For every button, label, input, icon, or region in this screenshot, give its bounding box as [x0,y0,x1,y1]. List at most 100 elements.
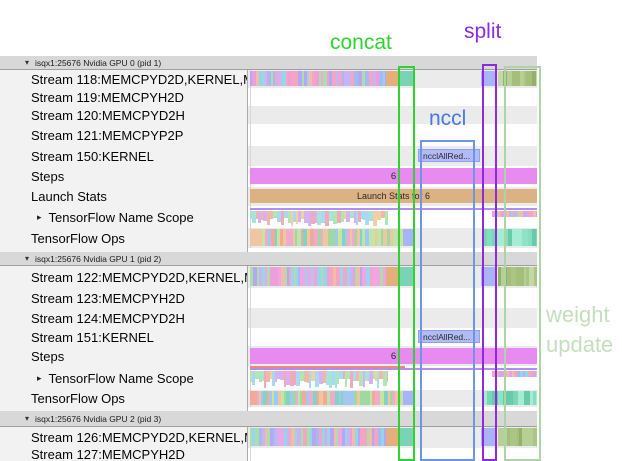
collapse-icon[interactable]: ▾ [25,413,30,423]
trace-event-stripe [252,371,255,385]
row-label-cell[interactable]: Steps [0,166,248,187]
kernel-events[interactable] [250,267,386,286]
row-label-cell[interactable]: Stream 151:KERNEL [0,328,248,346]
trace-event-stripe [373,211,377,226]
kernel-events[interactable] [250,428,386,446]
trace-event-stripe [352,229,355,246]
timeline-row: Stream 151:KERNEL ncclAllRed... [0,328,622,346]
trace-event-stripe [290,391,293,405]
step-bar[interactable]: 6 [250,168,537,184]
split-event[interactable] [481,71,496,86]
collapse-icon[interactable]: ▾ [25,57,30,67]
expand-arrow-icon[interactable]: ▸ [37,372,42,383]
row-label-cell[interactable]: ▸TensorFlow Name Scope [0,366,248,390]
trace-event-stripe [339,391,341,405]
trace-event-stripe [509,211,511,217]
name-scope-events[interactable] [250,371,388,388]
trace-event-stripe [286,371,290,385]
name-scope-events-right[interactable] [492,371,537,377]
weight-update-op-events[interactable] [483,391,537,405]
trace-event-stripe [390,391,392,405]
trace-event-stripe [253,229,256,246]
name-scope-events[interactable] [250,211,388,226]
section-gap [0,248,622,252]
trace-event-stripe [298,71,302,86]
row-label-cell[interactable]: Stream 150:KERNEL [0,146,248,166]
trace-event-stripe [263,211,267,221]
trace-event-stripe [302,391,306,405]
section-header[interactable]: ▾isqx1:25676 Nvidia GPU 1 (pid 2) [0,252,537,266]
step-bar[interactable]: 6 [250,348,537,364]
trace-event-stripe [521,211,523,217]
timeline-start-gridline [250,308,251,328]
memcpy-event[interactable] [386,428,398,446]
trace-event-stripe [352,428,355,446]
row-timeline: ncclAllRed... [248,146,537,166]
trace-event-stripe [284,211,288,218]
concat-event[interactable] [398,71,413,86]
launch-stats-bar[interactable]: Launch Stats for 6 [250,189,537,203]
section-header[interactable]: ▾isqx1:25676 Nvidia GPU 2 (pid 3) [0,411,537,427]
trace-event-stripe [317,267,321,286]
row-label-cell[interactable]: TensorFlow Ops [0,390,248,407]
row-label-cell[interactable]: TensorFlow Ops [0,228,248,248]
row-label-cell[interactable]: Stream 124:MEMCPYD2H [0,308,248,328]
trace-event-stripe [350,371,353,388]
weight-update-events[interactable] [498,267,537,286]
trace-event-stripe [296,371,300,386]
trace-event-stripe [532,71,536,86]
concat-event[interactable] [398,267,413,286]
op-events[interactable] [250,229,403,246]
nccl-allreduce-event[interactable]: ncclAllRed... [418,330,480,343]
trace-event-stripe [286,391,290,405]
collapse-icon[interactable]: ▾ [25,253,30,263]
trace-event-stripe [385,71,386,86]
weight-update-events[interactable] [498,428,537,446]
row-label-cell[interactable]: Steps [0,346,248,366]
trace-event-stripe [289,428,291,446]
row-label-cell[interactable]: Stream 127:MEMCPYH2D [0,448,248,461]
concat-op-event[interactable] [403,391,414,405]
row-label-cell[interactable] [0,248,248,252]
trace-event-stripe [317,211,321,225]
row-label-cell[interactable]: Stream 119:MEMCPYH2D [0,88,248,106]
row-label-cell[interactable]: Stream 121:MEMCPYP2P [0,124,248,146]
row-label-cell[interactable] [0,407,248,411]
split-event[interactable] [481,428,496,446]
name-scope-events-right[interactable] [492,211,537,217]
kernel-events[interactable] [250,71,386,86]
row-label-cell[interactable]: Stream 126:MEMCPYD2D,KERNEL,MEMSET [0,427,248,448]
row-label-cell[interactable]: Stream 123:MEMCPYH2D [0,288,248,308]
weight-update-events[interactable] [498,71,537,86]
name-scope-span-top[interactable] [250,366,405,368]
trace-event-stripe [259,71,262,86]
trace-event-stripe [313,391,317,405]
trace-event-stripe [250,267,253,286]
concat-op-event[interactable] [403,229,414,246]
weight-update-op-events[interactable] [483,229,537,246]
trace-event-stripe [510,428,514,446]
trace-event-stripe [383,267,386,286]
trace-event-stripe [373,267,377,286]
nccl-allreduce-event[interactable]: ncclAllRed... [418,149,480,162]
row-label-cell[interactable]: Stream 122:MEMCPYD2D,KERNEL,MEMSET [0,266,248,288]
trace-event-stripe [315,211,317,223]
row-label-cell[interactable]: Launch Stats [0,187,248,206]
trace-event-stripe [286,71,288,86]
op-events[interactable] [250,391,403,405]
row-label-cell[interactable]: Stream 118:MEMCPYD2D,KERNEL,MEMSET [0,70,248,88]
row-label-cell[interactable]: Stream 120:MEMCPYD2H [0,106,248,124]
trace-event-stripe [357,229,360,246]
memcpy-event[interactable] [386,267,398,286]
name-scope-span[interactable] [250,368,537,370]
timeline-row: Stream 120:MEMCPYD2H [0,106,622,124]
memcpy-event[interactable] [386,71,398,86]
split-event[interactable] [481,267,496,286]
section-header[interactable]: ▾isqx1:25676 Nvidia GPU 0 (pid 1) [0,56,537,70]
name-scope-span[interactable] [250,208,537,210]
concat-event[interactable] [398,428,413,446]
expand-arrow-icon[interactable]: ▸ [37,211,42,222]
row-label-cell[interactable]: ▸TensorFlow Name Scope [0,206,248,228]
trace-event-stripe [513,211,516,217]
